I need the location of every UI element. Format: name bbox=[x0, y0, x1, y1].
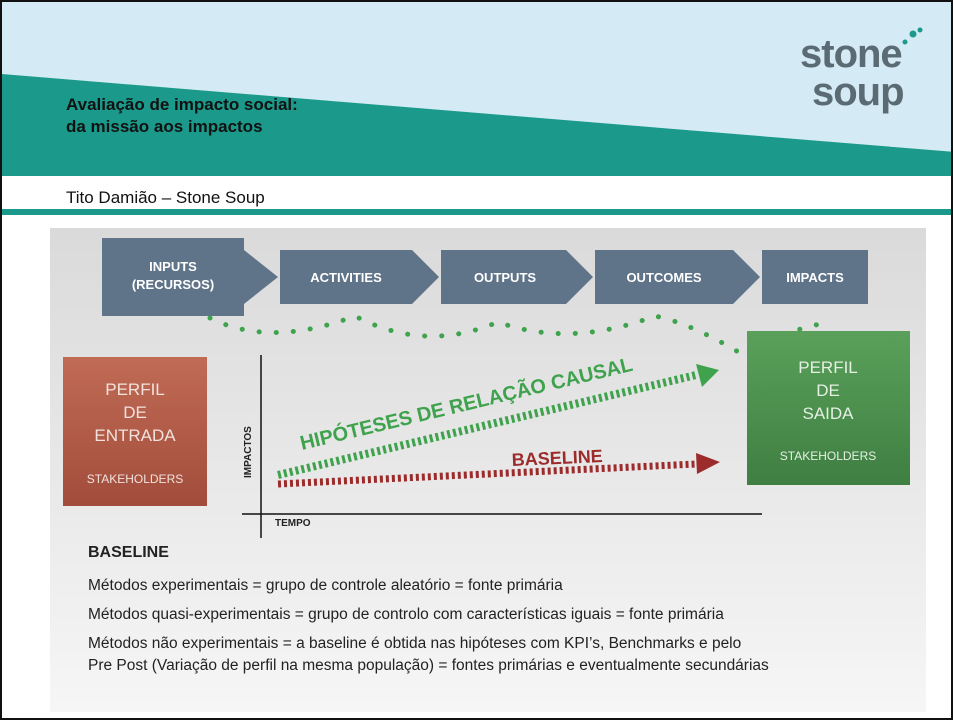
results-chain: INPUTS (RECURSOS) ACTIVITIES OUTPUTS OUT bbox=[102, 238, 868, 316]
chain-step-label: INPUTS bbox=[149, 259, 197, 274]
exit-profile-line3: SAIDA bbox=[802, 404, 854, 423]
slide-title-line1: Avaliação de impacto social: bbox=[66, 95, 298, 114]
chain-step-inputs: INPUTS (RECURSOS) bbox=[102, 238, 278, 316]
chain-step-outputs: OUTPUTS bbox=[441, 250, 593, 304]
chain-step-label: OUTPUTS bbox=[474, 270, 536, 285]
method-line-experimental: Métodos experimentais = grupo de control… bbox=[88, 577, 563, 594]
exit-profile-caption: STAKEHOLDERS bbox=[780, 449, 876, 463]
exit-profile-box: PERFIL DE SAIDA STAKEHOLDERS bbox=[747, 331, 910, 485]
chain-step-sublabel: (RECURSOS) bbox=[132, 277, 214, 292]
logo-splash-icon bbox=[902, 27, 923, 45]
exit-profile-line1: PERFIL bbox=[798, 358, 858, 377]
baseline-arrowhead bbox=[696, 453, 720, 474]
chain-step-activities: ACTIVITIES bbox=[280, 250, 439, 304]
entry-profile-line3: ENTRADA bbox=[94, 426, 176, 445]
chain-step-impacts: IMPACTS bbox=[762, 250, 868, 304]
chain-dotted-wave bbox=[207, 313, 823, 356]
entry-profile-line1: PERFIL bbox=[105, 380, 165, 399]
entry-profile-box: PERFIL DE ENTRADA STAKEHOLDERS bbox=[63, 357, 207, 506]
chain-step-outcomes: OUTCOMES bbox=[595, 250, 760, 304]
method-line-quasi-experimental: Métodos quasi-experimentais = grupo de c… bbox=[88, 606, 724, 623]
slide-title-line2: da missão aos impactos bbox=[66, 117, 263, 136]
diagram-panel: INPUTS (RECURSOS) ACTIVITIES OUTPUTS OUT bbox=[50, 228, 926, 712]
exit-profile-line2: DE bbox=[816, 381, 840, 400]
y-axis-label: IMPACTOS bbox=[243, 426, 254, 478]
chain-step-label: ACTIVITIES bbox=[310, 270, 382, 285]
chain-step-label: IMPACTS bbox=[786, 270, 844, 285]
chain-step-label: OUTCOMES bbox=[626, 270, 701, 285]
logo-word-soup: soup bbox=[812, 70, 905, 114]
method-line-pre-post: Pre Post (Variação de perfil na mesma po… bbox=[88, 657, 769, 674]
stone-soup-logo: stone soup bbox=[798, 24, 928, 134]
slide-subtitle: Tito Damião – Stone Soup bbox=[66, 188, 265, 207]
baseline-dotted-line bbox=[277, 460, 697, 488]
logo-word-stone: stone bbox=[800, 32, 903, 76]
entry-profile-line2: DE bbox=[123, 403, 147, 422]
impact-diagram: INPUTS (RECURSOS) ACTIVITIES OUTPUTS OUT bbox=[63, 238, 910, 538]
header-background bbox=[2, 2, 951, 217]
x-axis-label: TEMPO bbox=[275, 518, 311, 529]
baseline-label: BASELINE bbox=[511, 446, 603, 470]
entry-profile-caption: STAKEHOLDERS bbox=[87, 472, 183, 486]
causal-arrowhead bbox=[696, 364, 719, 387]
method-line-non-experimental: Métodos não experimentais = a baseline é… bbox=[88, 635, 742, 652]
methods-heading: BASELINE bbox=[88, 544, 169, 561]
